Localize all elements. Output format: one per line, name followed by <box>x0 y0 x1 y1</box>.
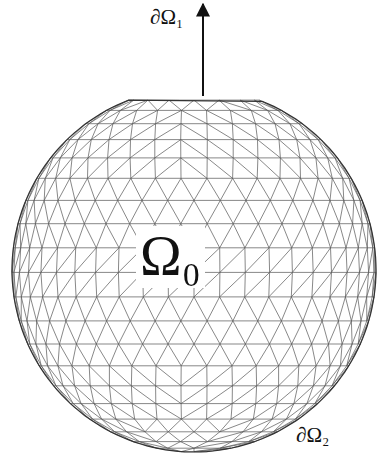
domain-label: Ω₀ <box>136 226 205 288</box>
normal-arrow <box>202 4 204 96</box>
mesh-edges <box>12 100 376 452</box>
boundary-label: ∂Ω₂ <box>296 424 329 447</box>
triangle-mesh <box>12 100 376 452</box>
boundary-label: ∂Ω₁ <box>150 6 183 29</box>
sphere-outline <box>12 100 376 452</box>
